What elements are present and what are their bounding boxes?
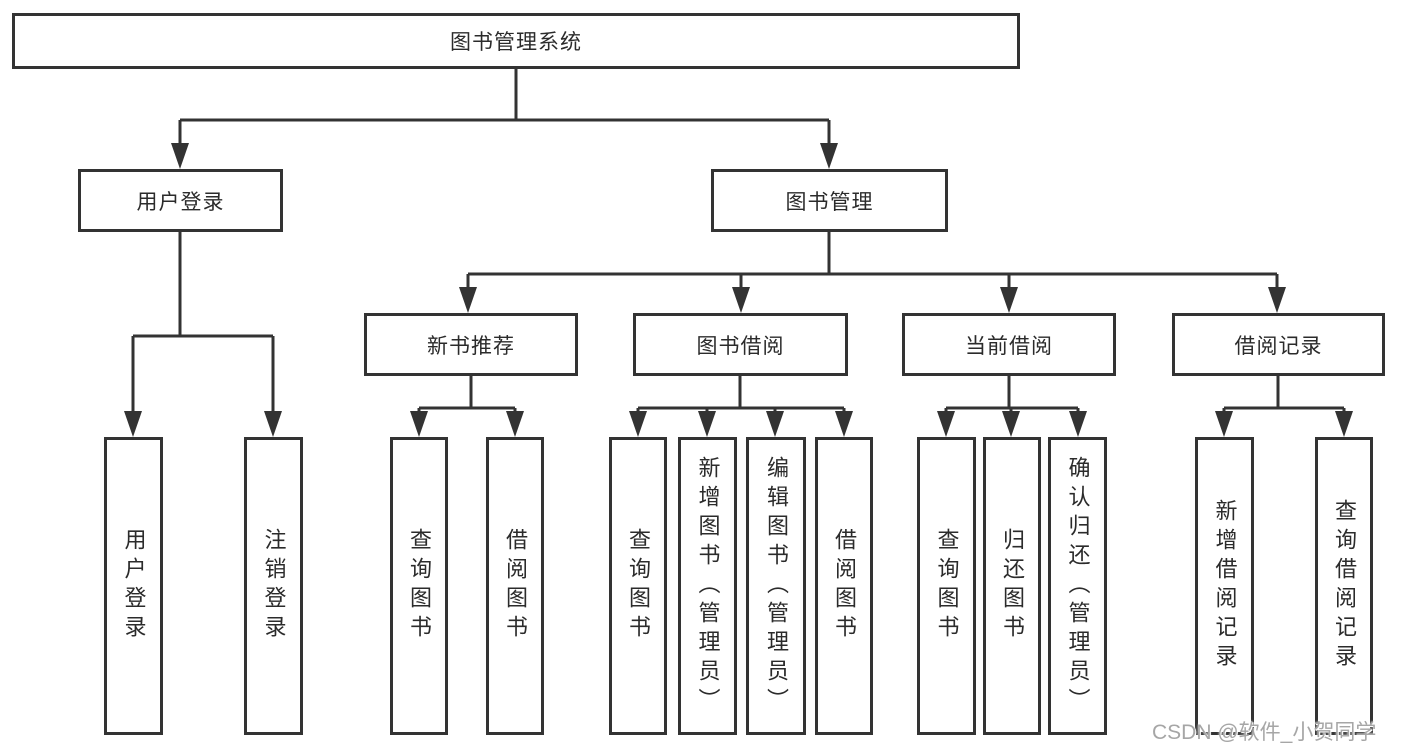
arrowhead-icons [124, 143, 1353, 437]
node-label: 图书借阅 [696, 334, 785, 358]
leaf-label: 新增借阅记录 [1212, 499, 1238, 673]
leaf-query-borrow-record: 查询借阅记录 [1315, 437, 1373, 735]
leaf-label: 查询图书 [407, 528, 432, 644]
leaf-query-books-current: 查询图书 [917, 437, 976, 735]
leaf-query-books-recommend: 查询图书 [390, 437, 448, 735]
leaf-confirm-return-admin: 确认归还（管理员） [1048, 437, 1107, 735]
leaf-label: 借阅图书 [832, 528, 857, 644]
leaf-add-book-admin: 新增图书（管理员） [678, 437, 737, 735]
node-label: 用户登录 [136, 190, 225, 214]
node-label: 新书推荐 [427, 334, 515, 358]
leaf-user-login: 用户登录 [104, 437, 163, 735]
leaf-edit-book-admin: 编辑图书（管理员） [746, 437, 806, 735]
leaf-label: 借阅图书 [503, 528, 528, 644]
csdn-watermark: CSDN @软件_小贺同学 [1152, 721, 1377, 744]
node-book-management: 图书管理 [711, 169, 948, 232]
node-label: 图书管理系统 [450, 31, 582, 54]
node-label: 当前借阅 [965, 334, 1053, 358]
node-label: 借阅记录 [1234, 334, 1323, 358]
leaf-label: 归还图书 [1000, 528, 1025, 644]
leaf-label: 注销登录 [261, 528, 287, 644]
leaf-borrow-books-borrowing: 借阅图书 [815, 437, 873, 735]
leaf-borrow-books-recommend: 借阅图书 [486, 437, 544, 735]
node-user-login: 用户登录 [78, 169, 283, 232]
node-library-management-system: 图书管理系统 [12, 13, 1020, 69]
node-borrowing-records: 借阅记录 [1172, 313, 1385, 376]
node-new-book-recommendation: 新书推荐 [364, 313, 578, 376]
leaf-query-books-borrowing: 查询图书 [609, 437, 667, 735]
leaf-return-books: 归还图书 [983, 437, 1041, 735]
leaf-label: 查询图书 [626, 528, 651, 644]
leaf-label: 查询借阅记录 [1332, 499, 1357, 673]
leaf-label: 用户登录 [121, 528, 147, 644]
leaf-logout: 注销登录 [244, 437, 303, 735]
leaf-add-borrow-record: 新增借阅记录 [1195, 437, 1254, 735]
leaf-label: 查询图书 [934, 528, 960, 644]
node-book-borrowing: 图书借阅 [633, 313, 848, 376]
leaf-label: 编辑图书（管理员） [764, 455, 789, 717]
leaf-label: 确认归还（管理员） [1065, 455, 1091, 717]
node-label: 图书管理 [785, 190, 874, 214]
node-current-borrowing: 当前借阅 [902, 313, 1116, 376]
leaf-label: 新增图书（管理员） [695, 455, 721, 717]
